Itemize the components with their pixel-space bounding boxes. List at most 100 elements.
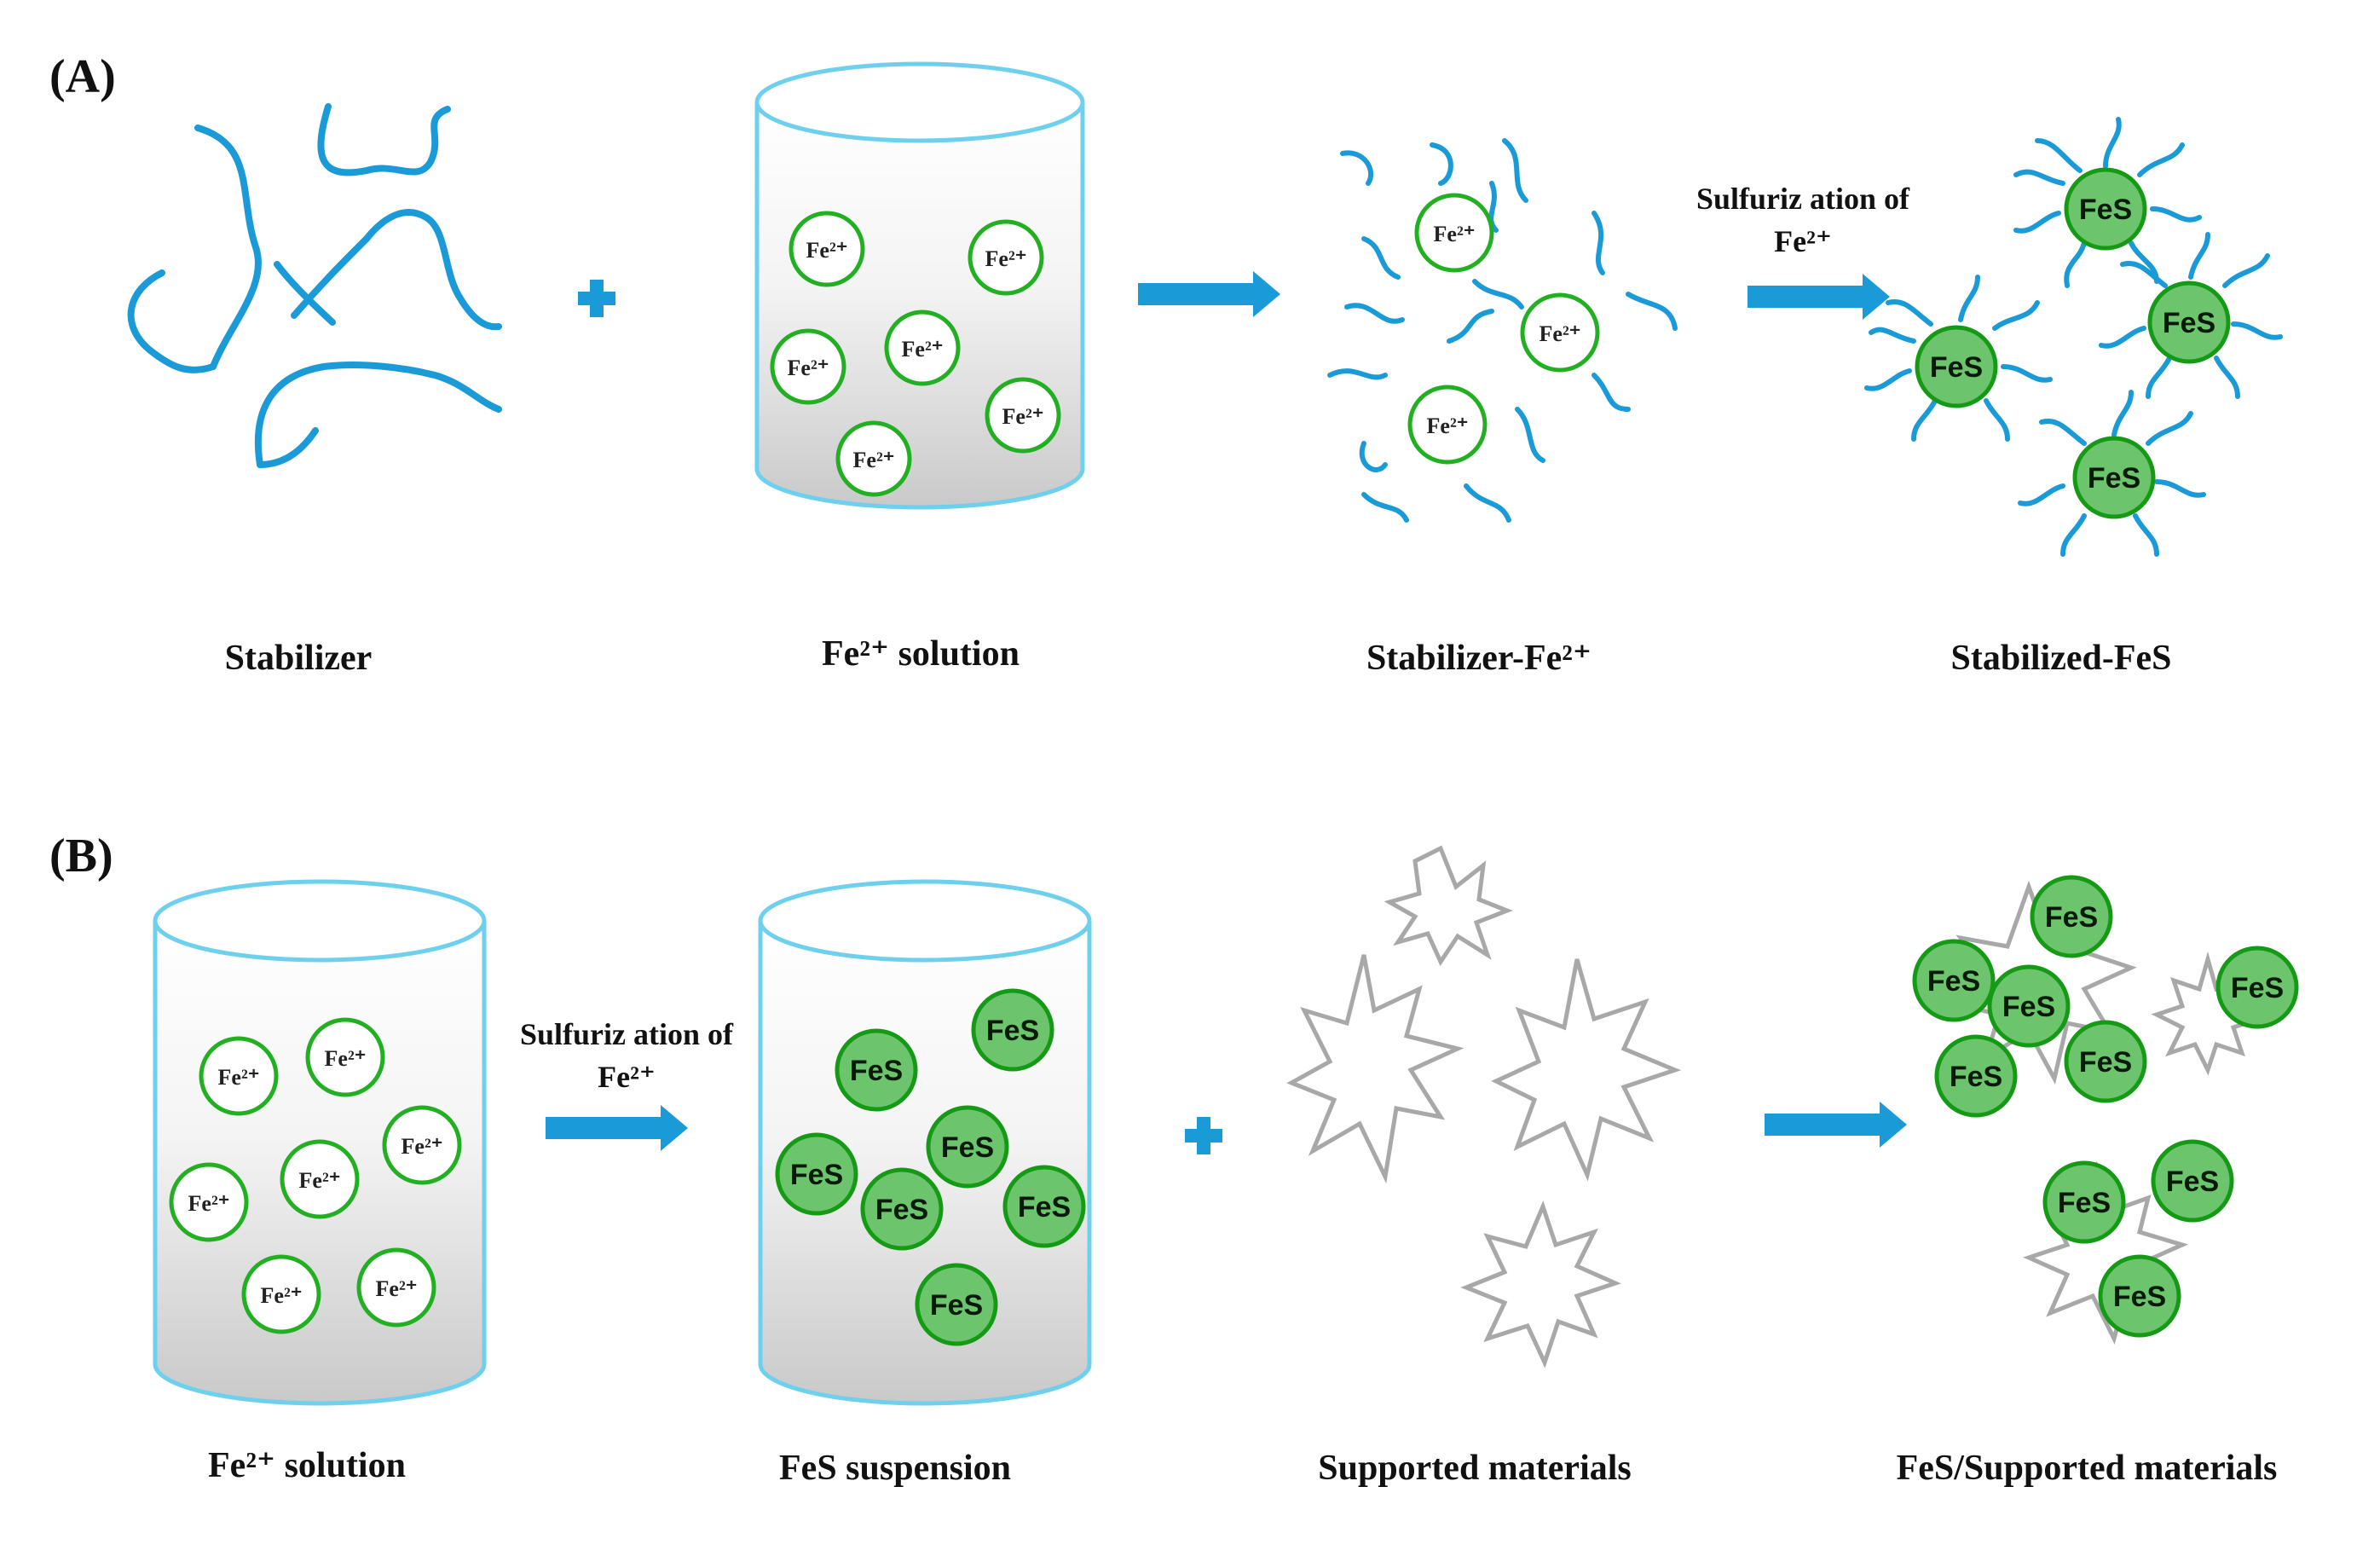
svg-text:FeS: FeS: [1950, 1061, 2002, 1093]
fe-ion: Fe²⁺: [199, 1036, 279, 1116]
fes-particle: FeS: [1987, 964, 2071, 1048]
support-particle: [1286, 954, 1464, 1184]
svg-text:FeS: FeS: [986, 1015, 1039, 1047]
fes-particle: FeS: [926, 1105, 1009, 1189]
stabilizer-fe-cluster: Fe²⁺ Fe²⁺ Fe²⁺: [1327, 138, 1678, 523]
svg-text:FeS: FeS: [2058, 1187, 2111, 1219]
caption-fe-solution: Fe²⁺ solution: [822, 634, 1020, 674]
fe-ion: Fe²⁺: [835, 420, 912, 497]
fes-supported-composite: FeS FeS FeS FeS FeS FeS FeS FeS FeS: [1912, 875, 2299, 1345]
svg-text:Fe²⁺: Fe²⁺: [985, 246, 1027, 271]
fe-ion: Fe²⁺: [985, 377, 1061, 454]
svg-text:FeS: FeS: [2079, 194, 2132, 226]
svg-text:Fe²⁺: Fe²⁺: [1539, 321, 1581, 346]
fe-ion: Fe²⁺: [1414, 193, 1494, 273]
fes-particle: FeS: [1002, 1165, 1086, 1248]
fe-ion: Fe²⁺: [884, 310, 961, 386]
svg-text:Fe²⁺: Fe²⁺: [806, 238, 848, 263]
stabilized-fes-particles: FeS FeS FeS: [1864, 117, 2283, 557]
fes-particle: FeS: [1912, 939, 1996, 1022]
flow-arrow: [1747, 274, 1890, 320]
caption-fe-solution-b: Fe²⁺ solution: [208, 1446, 406, 1485]
sulfurization-text-line2: Fe²⁺: [1774, 224, 1832, 258]
svg-text:Fe²⁺: Fe²⁺: [1002, 404, 1044, 429]
caption-fes-suspension: FeS suspension: [779, 1449, 1011, 1488]
flow-arrow: [1765, 1102, 1907, 1148]
fes-particle: FeS: [1934, 1034, 2018, 1118]
svg-text:FeS: FeS: [790, 1159, 843, 1191]
svg-text:Fe²⁺: Fe²⁺: [401, 1134, 443, 1159]
svg-text:FeS: FeS: [875, 1194, 928, 1226]
fes-particle: FeS: [775, 1132, 858, 1216]
support-particle: [1491, 958, 1682, 1182]
fe-ions-beaker-a: Fe²⁺ Fe²⁺ Fe²⁺ Fe²⁺ Fe²⁺ Fe²⁺: [770, 211, 1061, 497]
support-particle: [1384, 845, 1513, 967]
svg-text:FeS: FeS: [2045, 901, 2098, 934]
fe-ion: Fe²⁺: [1520, 292, 1600, 373]
svg-text:FeS: FeS: [930, 1289, 983, 1322]
fe-ion: Fe²⁺: [968, 219, 1044, 296]
fes-particle: FeS: [2215, 946, 2299, 1029]
fe-ion: Fe²⁺: [789, 211, 865, 287]
caption-stabilizer: Stabilizer: [225, 639, 373, 678]
svg-text:Fe²⁺: Fe²⁺: [788, 356, 829, 380]
fe-ion: Fe²⁺: [280, 1139, 360, 1219]
fes-particle: FeS: [860, 1167, 944, 1251]
sulfurization-text-line1: Sulfuriz ation of: [1696, 182, 1910, 216]
fes-particle: FeS: [2064, 1020, 2147, 1103]
sulfurization-text-line2: Fe²⁺: [598, 1060, 656, 1094]
fes-particle: FeS: [2098, 1254, 2181, 1338]
svg-text:FeS: FeS: [2088, 462, 2140, 495]
flow-arrow: [1138, 271, 1280, 317]
caption-stabilizer-fe: Stabilizer-Fe²⁺: [1366, 639, 1591, 678]
svg-text:FeS: FeS: [2079, 1046, 2132, 1079]
stabilized-fes-particle: FeS: [2018, 390, 2206, 557]
fes-particle: FeS: [2042, 1160, 2126, 1244]
fe-ion: Fe²⁺: [356, 1247, 436, 1328]
plus-icon: [578, 280, 615, 317]
fe-ion: Fe²⁺: [770, 328, 846, 405]
flow-arrow: [546, 1105, 688, 1151]
stabilized-fes-particle: FeS: [2013, 117, 2202, 288]
fe-ions-beaker-b: Fe²⁺ Fe²⁺ Fe²⁺ Fe²⁺ Fe²⁺ Fe²⁺ Fe²⁺: [169, 1017, 462, 1334]
svg-text:Fe²⁺: Fe²⁺: [299, 1168, 341, 1193]
fe-ion: Fe²⁺: [169, 1162, 249, 1242]
stabilizer-chains: [127, 103, 502, 468]
fe-ion: Fe²⁺: [382, 1105, 462, 1185]
svg-text:Fe²⁺: Fe²⁺: [261, 1283, 303, 1308]
caption-stabilized-fes: Stabilized-FeS: [1951, 639, 2172, 678]
svg-text:Fe²⁺: Fe²⁺: [218, 1065, 260, 1090]
svg-text:FeS: FeS: [1930, 351, 1983, 384]
plus-icon: [1185, 1117, 1222, 1154]
svg-text:FeS: FeS: [1927, 965, 1980, 998]
fe-ion: Fe²⁺: [241, 1254, 321, 1334]
svg-text:Fe²⁺: Fe²⁺: [188, 1191, 230, 1216]
svg-text:Fe²⁺: Fe²⁺: [853, 448, 895, 472]
caption-supported-materials: Supported materials: [1318, 1449, 1632, 1488]
stabilized-fes-particle: FeS: [1864, 275, 2053, 442]
svg-text:FeS: FeS: [941, 1131, 994, 1164]
stabilized-fes-particle: FeS: [2099, 232, 2283, 399]
svg-text:Fe²⁺: Fe²⁺: [902, 337, 944, 362]
panel-b-label: (B): [49, 830, 113, 882]
fes-particle: FeS: [835, 1028, 918, 1112]
svg-text:Fe²⁺: Fe²⁺: [376, 1276, 418, 1301]
svg-text:Fe²⁺: Fe²⁺: [1434, 222, 1476, 246]
svg-text:FeS: FeS: [2231, 972, 2284, 1004]
supported-materials: [1286, 845, 1682, 1368]
fes-particle: FeS: [2030, 875, 2113, 958]
fe-ion: Fe²⁺: [1407, 385, 1488, 465]
fes-particle: FeS: [2151, 1139, 2234, 1223]
fe-ion: Fe²⁺: [305, 1017, 385, 1097]
panel-a-label: (A): [49, 50, 116, 103]
svg-text:FeS: FeS: [2113, 1281, 2166, 1313]
svg-text:FeS: FeS: [1018, 1191, 1071, 1224]
sulfurization-text-line1: Sulfuriz ation of: [520, 1017, 734, 1051]
svg-text:FeS: FeS: [850, 1055, 903, 1087]
caption-fes-supported-materials: FeS/Supported materials: [1897, 1449, 2278, 1488]
support-particle: [1460, 1200, 1621, 1368]
fes-particles-suspension: FeS FeS FeS FeS FeS FeS FeS: [775, 988, 1086, 1346]
fes-particle: FeS: [971, 988, 1054, 1072]
svg-text:Fe²⁺: Fe²⁺: [325, 1046, 367, 1071]
